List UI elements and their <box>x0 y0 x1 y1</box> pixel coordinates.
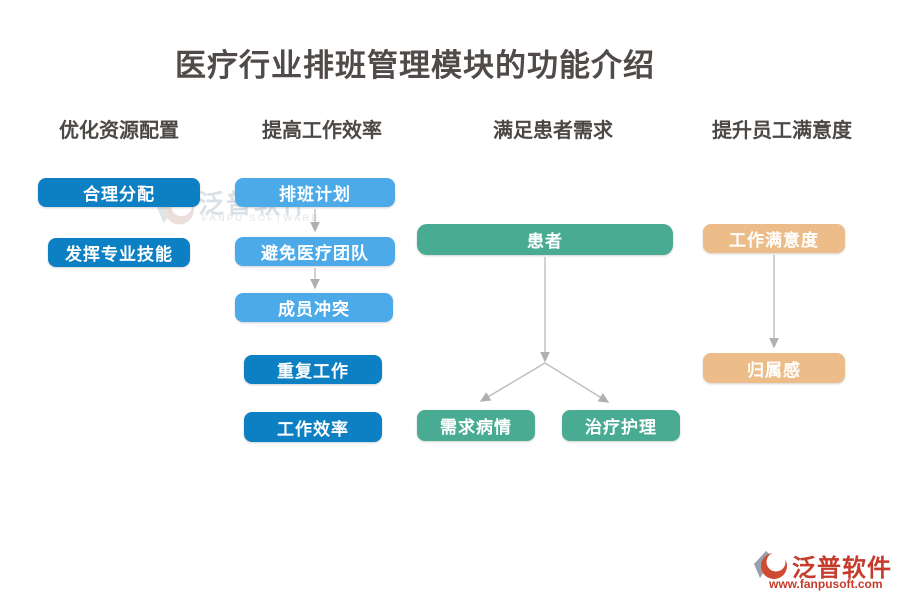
box-avoid-medical-team: 避免医疗团队 <box>235 237 395 266</box>
arrow-junction-to-needs <box>479 362 546 402</box>
column-header-work-efficiency: 提高工作效率 <box>262 120 382 142</box>
footer-website: www.fanpusoft.com <box>769 577 883 591</box>
footer-brand: 泛普软件 <box>792 556 892 582</box>
box-sense-of-belonging: 归属感 <box>703 353 845 383</box>
box-repetitive-work: 重复工作 <box>244 355 382 384</box>
fanpu-logo-icon <box>754 551 787 579</box>
box-job-satisfaction: 工作满意度 <box>703 224 845 253</box>
box-professional-skills: 发挥专业技能 <box>48 238 190 267</box>
box-treatment-care: 治疗护理 <box>562 410 680 441</box>
footer-logo: 泛普软件 www.fanpusoft.com <box>753 548 898 593</box>
box-reasonable-allocation: 合理分配 <box>38 178 200 207</box>
arrow-junction-to-care <box>544 362 610 403</box>
box-scheduling-plan: 排班计划 <box>235 178 395 207</box>
column-header-patient-needs: 满足患者需求 <box>493 120 613 142</box>
watermark-subtitle: FANPU SOFTWARE <box>202 213 321 223</box>
box-work-efficiency: 工作效率 <box>244 412 382 442</box>
column-header-employee-satisfaction: 提升员工满意度 <box>712 120 852 142</box>
box-patient: 患者 <box>417 224 673 255</box>
column-header-optimize-resources: 优化资源配置 <box>59 120 179 142</box>
box-condition-needs: 需求病情 <box>417 410 535 441</box>
page-title: 医疗行业排班管理模块的功能介绍 <box>175 48 655 83</box>
box-member-conflict: 成员冲突 <box>235 293 393 322</box>
